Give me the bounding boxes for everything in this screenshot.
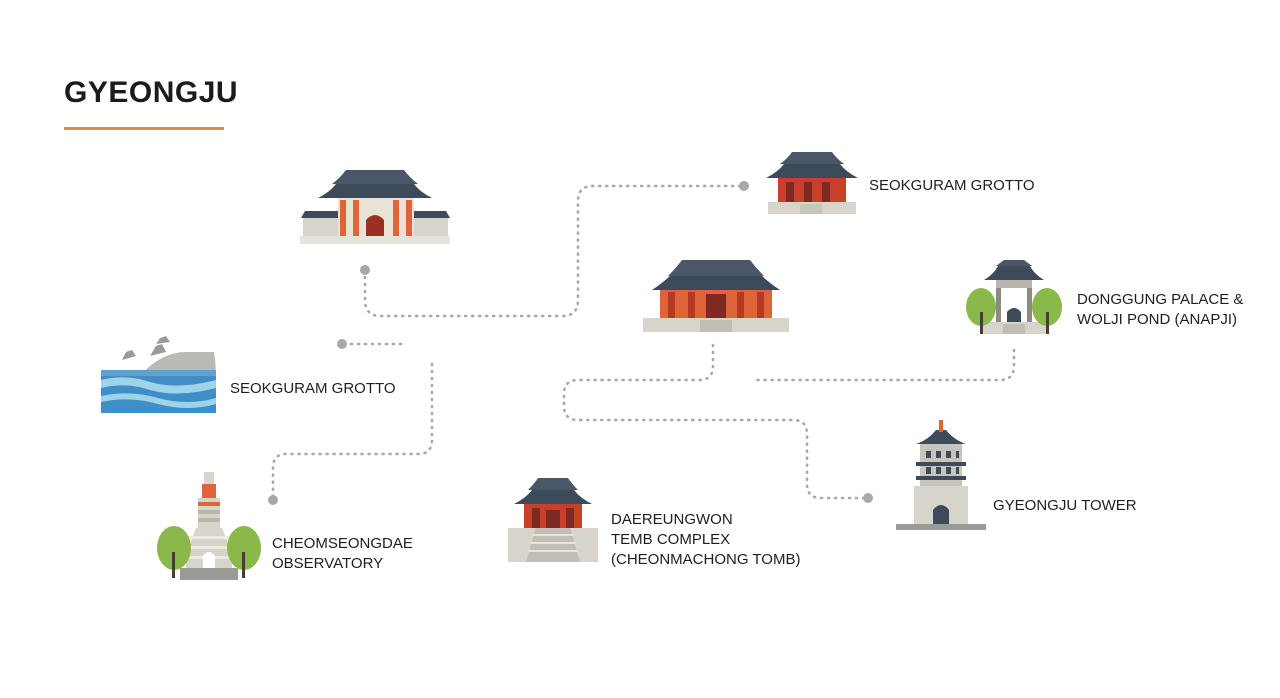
route-node-grotto <box>337 339 347 349</box>
observatory-icon <box>157 472 261 580</box>
route-path-palace-to-seokguram <box>363 184 746 318</box>
route-node-palace <box>360 265 370 275</box>
route-node-tower <box>863 493 873 503</box>
tomb-complex-icon <box>508 478 598 562</box>
route-path-temple-to-tower <box>562 343 868 500</box>
title-underline <box>64 127 224 130</box>
label-donggung-palace: DONGGUNG PALACE & WOLJI POND (ANAPJI) <box>1077 291 1244 328</box>
pavilion-icon <box>966 260 1062 334</box>
temple-center-icon <box>643 260 789 332</box>
label-seokguram-top: SEOKGURAM GROTTO <box>869 177 1035 194</box>
palace-icon <box>300 170 450 244</box>
page-title: GYEONGJU <box>64 76 239 109</box>
route-path-pond-to-temple <box>755 348 1016 382</box>
route-path-grotto-to-observatory <box>271 342 434 500</box>
temple-top-icon <box>766 152 858 214</box>
tower-icon <box>896 420 986 530</box>
grotto-coast-icon <box>101 336 216 413</box>
label-daereungwon: DAEREUNGWON TEMB COMPLEX (CHEONMACHONG T… <box>611 511 801 568</box>
route-node-seokguram-top <box>739 181 749 191</box>
route-node-observatory <box>268 495 278 505</box>
label-cheomseongdae: CHEOMSEONGDAE OBSERVATORY <box>272 535 413 572</box>
label-seokguram-grotto: SEOKGURAM GROTTO <box>230 380 396 397</box>
label-gyeongju-tower: GYEONGJU TOWER <box>993 497 1137 514</box>
